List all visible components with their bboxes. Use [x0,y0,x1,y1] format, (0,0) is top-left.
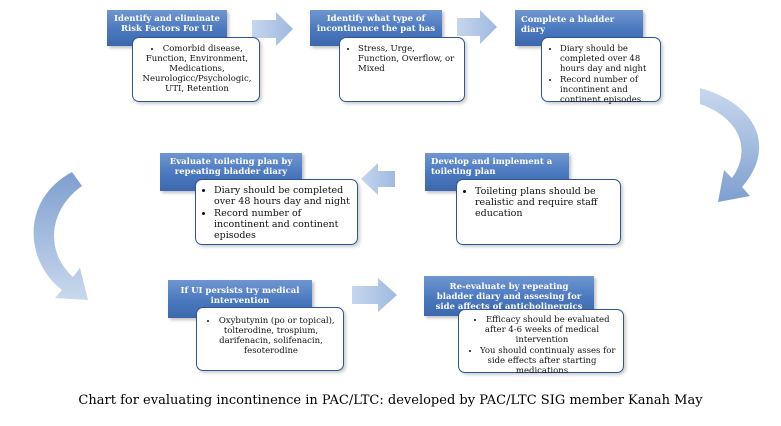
step-1-item-1: Comorbid disease, Function, Environment,… [141,44,253,94]
step-4-item-1: Toileting plans should be realistic and … [475,186,614,219]
step-3-item-2: Record number of incontinent and contine… [560,75,654,105]
step-5-body: Diary should be completed over 48 hours … [195,179,358,245]
step-7-body: Efficacy should be evaluated after 4-6 w… [458,309,624,376]
step-6-body: Oxybutynin (po or topical), tolterodine,… [196,307,344,371]
step-5-item-2: Record number of incontinent and contine… [214,208,351,241]
arrow-left-1 [361,163,395,195]
step-3-item-1: Diary should be completed over 48 hours … [560,44,654,74]
step-5-list: Diary should be completed over 48 hours … [204,185,351,241]
step-2-item-1: Stress, Urge, Function, Overflow, or Mix… [358,44,458,74]
step-6-list: Oxybutynin (po or topical), tolterodine,… [205,316,337,356]
step-2-body: Stress, Urge, Function, Overflow, or Mix… [339,37,465,102]
step-5-item-1: Diary should be completed over 48 hours … [214,185,351,207]
curve-arrow-left [33,172,88,300]
step-7-item-2: You should continualy asses for side eff… [467,346,617,376]
figure-caption: Chart for evaluating incontinence in PAC… [78,393,703,408]
curve-arrow-right [700,88,760,202]
arrow-right-2 [457,10,497,44]
step-3-list: Diary should be completed over 48 hours … [550,44,654,105]
step-7-list: Efficacy should be evaluated after 4-6 w… [467,315,617,376]
arrow-right-3 [352,278,397,312]
arrow-right-1 [252,12,293,46]
step-1-body: Comorbid disease, Function, Environment,… [132,37,260,102]
step-2-list: Stress, Urge, Function, Overflow, or Mix… [348,44,458,74]
step-4-body: Toileting plans should be realistic and … [456,179,621,245]
step-1-list: Comorbid disease, Function, Environment,… [141,44,253,94]
step-4-list: Toileting plans should be realistic and … [465,186,614,219]
step-7-item-1: Efficacy should be evaluated after 4-6 w… [467,315,617,345]
step-3-body: Diary should be completed over 48 hours … [541,37,661,105]
step-6-item-1: Oxybutynin (po or topical), tolterodine,… [205,316,337,356]
